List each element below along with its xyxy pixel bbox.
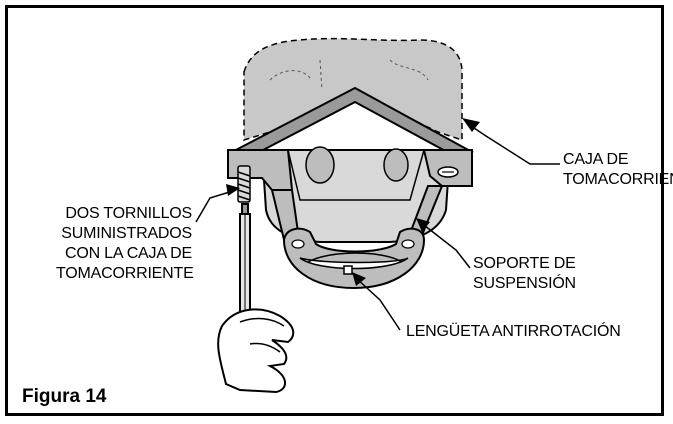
callout-tab-line1: LENGÜETA ANTIRROTACIÓN	[406, 323, 621, 340]
callout-screws-line3: CON LA CAJA DE	[64, 245, 192, 262]
callout-screws-line1: DOS TORNILLOS	[65, 205, 192, 222]
leader-screws	[195, 189, 237, 223]
callout-bracket-line2: SUSPENSIÓN	[473, 275, 576, 292]
arrow-outlet-box	[462, 118, 480, 132]
anti-rotation-tab	[343, 265, 353, 275]
screwdriver	[239, 203, 251, 315]
leader-tab	[355, 277, 401, 331]
callout-bracket: SOPORTE DE SUSPENSIÓN	[473, 254, 576, 294]
hand	[217, 308, 295, 394]
callout-tab: LENGÜETA ANTIRROTACIÓN	[406, 322, 621, 342]
screw	[237, 165, 251, 203]
callout-bracket-line1: SOPORTE DE	[473, 255, 576, 272]
leader-outlet-box	[467, 123, 560, 165]
leader-bracket	[419, 221, 471, 269]
arrow-bracket	[416, 218, 430, 232]
arrow-tab	[352, 272, 366, 286]
bracket-ring	[282, 227, 426, 290]
callout-outlet-box-line2: TOMACORRIENTE	[563, 171, 673, 188]
callout-screws: DOS TORNILLOS SUMINISTRADOS CON LA CAJA …	[56, 204, 194, 284]
callout-outlet-box-line1: CAJA DE	[563, 151, 629, 168]
figure-title: Figura 14	[22, 386, 107, 407]
callout-screws-line4: TOMACORRIENTE	[56, 265, 194, 282]
callout-outlet-box: CAJA DE TOMACORRIENTE	[563, 150, 673, 190]
arrow-screws	[226, 184, 240, 196]
callout-screws-line2: SUMINISTRADOS	[61, 225, 192, 242]
